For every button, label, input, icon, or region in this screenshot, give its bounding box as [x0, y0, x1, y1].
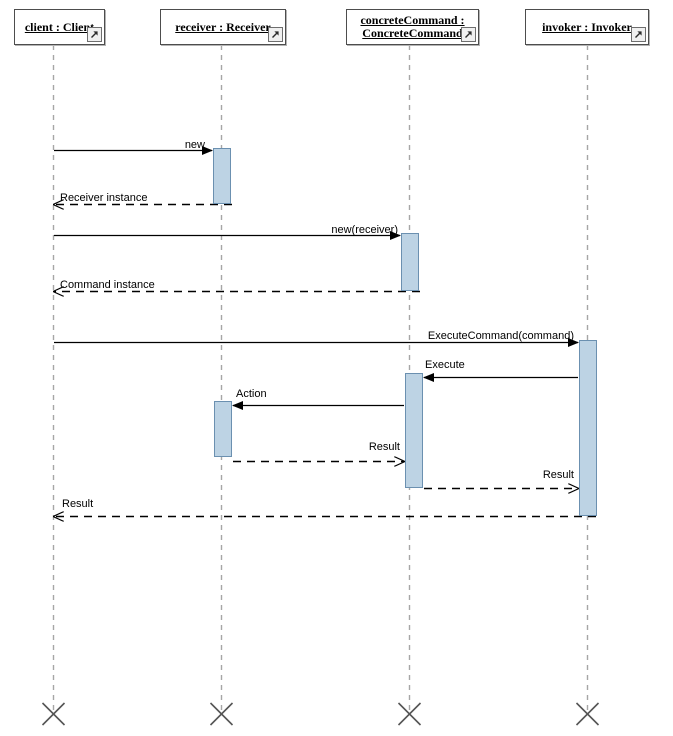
message-label-6: Execute [425, 359, 465, 371]
message-label-1: new [184, 139, 205, 151]
message-label-4: Command instance [60, 279, 155, 291]
lifeline-label-client: client : Client [24, 19, 95, 34]
terminator-x-concreteCommand [397, 702, 422, 726]
activation-bar-concreteCommand-3[interactable] [405, 373, 423, 488]
navigate-arrow-icon[interactable] [461, 27, 476, 42]
navigate-arrow-icon[interactable] [87, 27, 102, 42]
lifeline-label-receiver: receiver : Receiver [175, 19, 271, 34]
lifeline-spines [52, 45, 589, 714]
lifeline-label-concreteCommand: concreteCommand : ConcreteCommand [360, 13, 465, 40]
lifeline-terminators [41, 702, 600, 726]
navigate-arrow-icon[interactable] [268, 27, 283, 42]
activation-bar-receiver-4[interactable] [214, 401, 232, 457]
message-label-5: ExecuteCommand(command) [427, 330, 574, 342]
message-label-8: Result [368, 441, 400, 453]
lifeline-header-invoker[interactable]: invoker : Invoker [525, 9, 649, 45]
lifeline-label-invoker: invoker : Invoker [542, 19, 632, 34]
activation-bar-invoker-2[interactable] [579, 340, 597, 516]
message-label-9: Result [542, 469, 574, 481]
navigate-arrow-icon[interactable] [631, 27, 646, 42]
message-label-3: new(receiver) [331, 224, 398, 236]
message-arrows [54, 146, 596, 517]
lifeline-header-client[interactable]: client : Client [14, 9, 105, 45]
message-label-7: Action [236, 388, 267, 400]
terminator-x-invoker [575, 702, 600, 726]
terminator-x-client [41, 702, 66, 726]
message-label-2: Receiver instance [60, 192, 148, 204]
activation-bar-receiver-0[interactable] [213, 148, 231, 204]
lifeline-header-receiver[interactable]: receiver : Receiver [160, 9, 286, 45]
terminator-x-receiver [209, 702, 234, 726]
activation-bar-concreteCommand-1[interactable] [401, 233, 419, 291]
message-label-10: Result [62, 498, 94, 510]
lifeline-header-concreteCommand[interactable]: concreteCommand : ConcreteCommand [346, 9, 479, 45]
